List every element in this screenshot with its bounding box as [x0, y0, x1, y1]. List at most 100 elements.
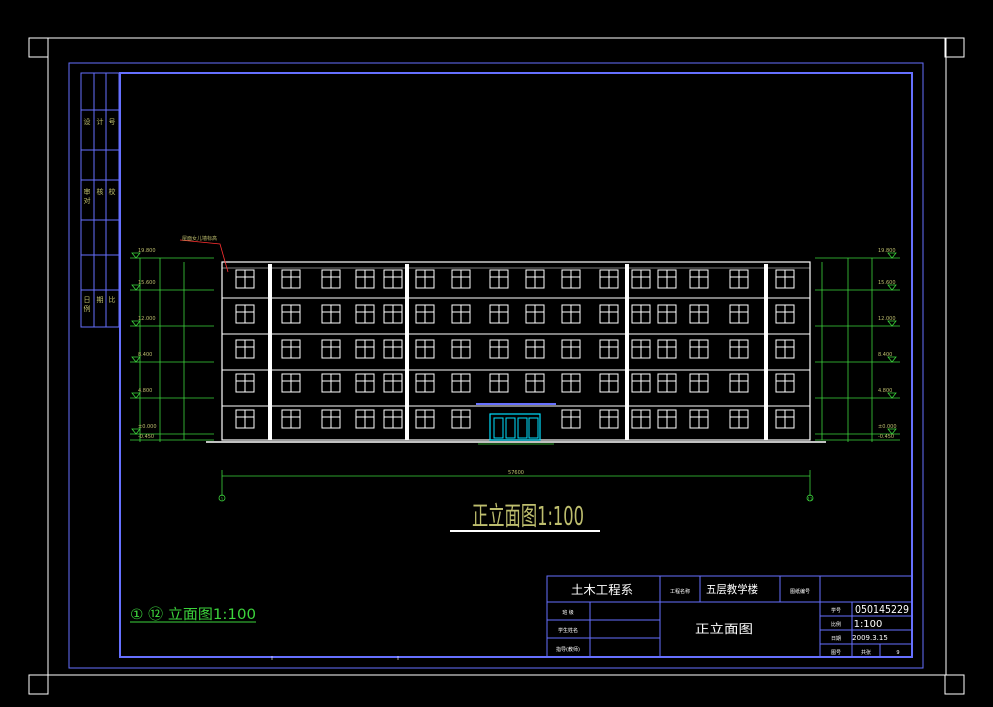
- bottom-ticks: [271, 656, 399, 660]
- window: [631, 373, 651, 393]
- window: [729, 269, 749, 289]
- window: [321, 269, 341, 289]
- student-number-label: 学号: [831, 607, 841, 614]
- level-label-right: ±0.000: [878, 424, 897, 430]
- level-label-right: 4.800: [878, 388, 892, 394]
- window: [355, 339, 375, 359]
- window: [689, 269, 709, 289]
- window: [235, 373, 255, 393]
- window: [689, 304, 709, 324]
- window: [415, 373, 435, 393]
- window: [355, 269, 375, 289]
- scale-value: 1:100: [854, 619, 883, 630]
- outer-frame: [28, 37, 965, 695]
- level-markers: [131, 252, 897, 435]
- drawing-border: [68, 62, 924, 669]
- window: [281, 373, 301, 393]
- building-elevation: 屋面女儿墙标高: [179, 235, 826, 445]
- window: [383, 409, 403, 429]
- sheet-label: 图号: [831, 650, 841, 656]
- window: [451, 373, 471, 393]
- side-table-cell: 例: [84, 304, 91, 313]
- window: [281, 339, 301, 359]
- roof-leader-line: [179, 239, 229, 273]
- level-label-left: 12.000: [138, 316, 156, 322]
- window: [631, 269, 651, 289]
- pilaster: [764, 264, 768, 440]
- window: [235, 304, 255, 324]
- window: [383, 304, 403, 324]
- class-label: 班 级: [562, 609, 574, 616]
- window: [631, 409, 651, 429]
- window: [355, 409, 375, 429]
- level-label-left: 15.600: [138, 280, 156, 286]
- side-table-cell: 对: [84, 196, 91, 205]
- window: [561, 409, 581, 429]
- window: [281, 409, 301, 429]
- window: [451, 304, 471, 324]
- window: [657, 339, 677, 359]
- window: [599, 339, 619, 359]
- level-label-right: 8.400: [878, 352, 892, 358]
- window: [321, 409, 341, 429]
- side-table-cell: 校: [109, 187, 116, 196]
- window: [451, 269, 471, 289]
- window: [415, 339, 435, 359]
- window: [489, 373, 509, 393]
- side-table-cell: 计: [97, 117, 104, 126]
- window: [689, 339, 709, 359]
- window: [657, 409, 677, 429]
- project-name: 五层教学楼: [706, 582, 758, 596]
- drawing-title: 正立面图1:100: [472, 502, 584, 532]
- window: [561, 304, 581, 324]
- window: [775, 339, 795, 359]
- window: [729, 373, 749, 393]
- window: [235, 409, 255, 429]
- window: [451, 339, 471, 359]
- window: [383, 373, 403, 393]
- window: [415, 304, 435, 324]
- dimension-lines: [130, 257, 900, 502]
- window: [599, 304, 619, 324]
- student-number: 050145229: [855, 603, 909, 616]
- level-label-right: 15.600: [878, 280, 896, 286]
- window: [525, 269, 545, 289]
- window: [383, 269, 403, 289]
- side-table: 设计号审核校对日期比例: [80, 72, 120, 328]
- window: [657, 269, 677, 289]
- date-value: 2009.3.15: [852, 634, 888, 642]
- window: [561, 373, 581, 393]
- window: [383, 339, 403, 359]
- level-label-right: -0.450: [878, 434, 894, 440]
- window: [355, 304, 375, 324]
- window: [729, 339, 749, 359]
- date-label: 日期: [831, 636, 841, 642]
- window: [775, 373, 795, 393]
- level-label-right: 12.000: [878, 316, 896, 322]
- sheet-count-label: 共张: [861, 649, 871, 656]
- window: [235, 269, 255, 289]
- window: [451, 409, 471, 429]
- window: [689, 373, 709, 393]
- level-label-left: -0.450: [138, 434, 154, 440]
- roof-annotation: 屋面女儿墙标高: [182, 235, 217, 242]
- window: [489, 269, 509, 289]
- levels-right: 19.800 15.600 12.000 8.400 4.800 ±0.000 -0.450: [878, 248, 897, 440]
- drawing-name: 正立面图: [695, 621, 753, 636]
- window: [775, 269, 795, 289]
- window: [525, 304, 545, 324]
- side-table-cell: 核: [97, 187, 104, 196]
- overall-dimension-text: 57600: [508, 470, 524, 476]
- side-table-cell: 设: [84, 117, 91, 126]
- window: [657, 373, 677, 393]
- department-name: 土木工程系: [571, 582, 633, 597]
- window: [355, 373, 375, 393]
- main-entrance: [476, 403, 556, 445]
- axis-bubble-left: 1: [221, 497, 224, 502]
- window: [321, 339, 341, 359]
- pilaster: [268, 264, 272, 440]
- window: [561, 269, 581, 289]
- level-label-right: 19.800: [878, 248, 896, 254]
